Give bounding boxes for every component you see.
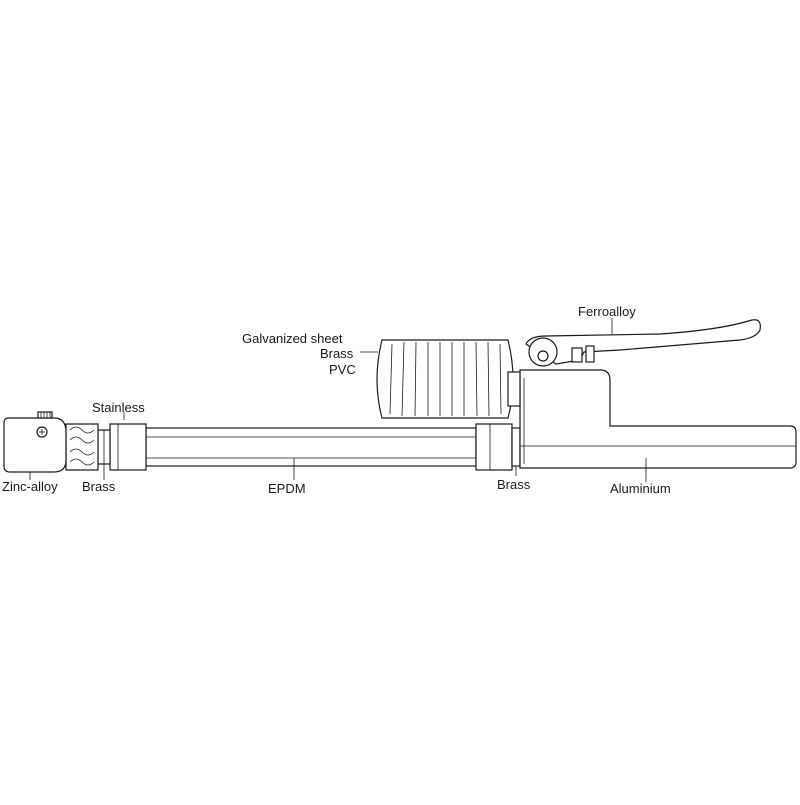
label-brass-left: Brass xyxy=(82,479,116,494)
left-fittings xyxy=(97,423,147,471)
label-brass-right: Brass xyxy=(497,477,531,492)
label-zinc-alloy: Zinc-alloy xyxy=(2,479,58,494)
label-pvc: PVC xyxy=(329,362,356,377)
label-stainless: Stainless xyxy=(92,400,145,415)
label-aluminium: Aluminium xyxy=(610,481,671,496)
trigger-lever xyxy=(525,319,761,367)
right-fitting xyxy=(475,423,521,471)
label-epdm: EPDM xyxy=(268,481,306,496)
leader-lines xyxy=(29,318,647,482)
label-galvanized-sheet: Galvanized sheet xyxy=(242,331,343,346)
hose xyxy=(145,427,477,467)
label-ferroalloy: Ferroalloy xyxy=(578,304,636,319)
pressure-gauge xyxy=(376,339,521,419)
handle-body xyxy=(519,369,797,469)
label-brass-gauge: Brass xyxy=(320,346,354,361)
material-labels: Galvanized sheet Brass PVC Ferroalloy St… xyxy=(2,304,671,496)
air-chuck xyxy=(3,411,99,473)
